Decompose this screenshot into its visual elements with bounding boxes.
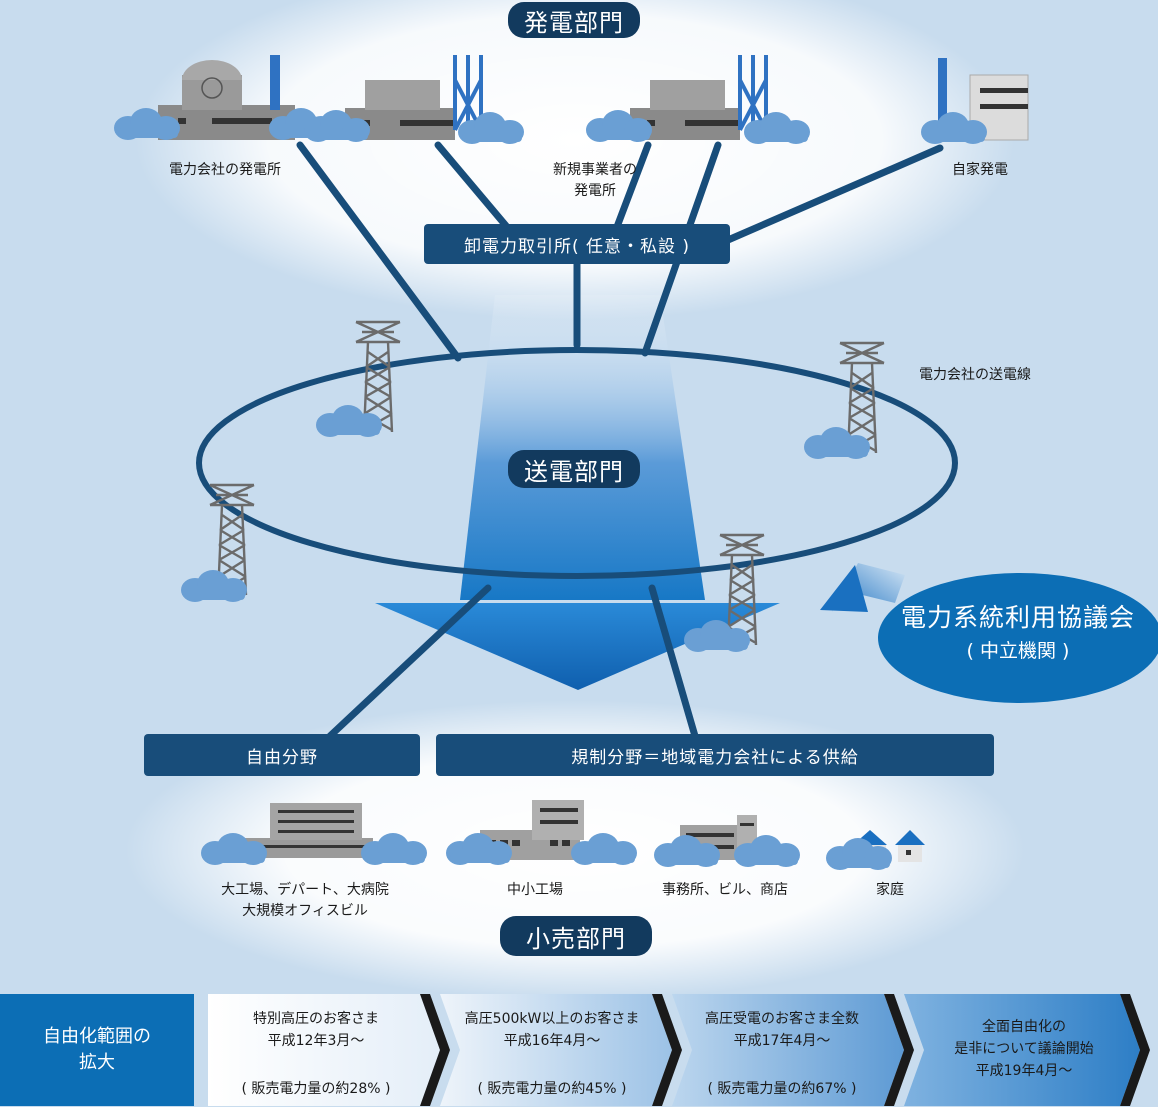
liberalization-title-line2: 拡大	[79, 1052, 115, 1073]
new-entrant-plant-label: 新規事業者の 発電所	[530, 160, 660, 202]
stage-2: 高圧500kW以上のお客さま 平成16年4月～ ( 販売電力量の約45% )	[446, 1008, 658, 1100]
cloud-icon	[804, 427, 870, 459]
stage-3: 高圧受電のお客さま全数 平成17年4月～ ( 販売電力量の約67% )	[676, 1008, 888, 1100]
liberalization-stages	[208, 994, 1150, 1106]
stage-4-line2: 是非について議論開始	[954, 1041, 1094, 1057]
generation-glow	[135, 0, 1015, 320]
council-subtitle: ( 中立機関 )	[966, 640, 1070, 662]
retail-section-label: 小売部門	[500, 916, 652, 956]
stage-4-line1: 全面自由化の	[982, 1019, 1066, 1035]
stage-1-share: ( 販売電力量の約28% )	[241, 1081, 391, 1097]
thermal-plant-icon	[304, 55, 524, 144]
office-building-icon	[654, 815, 800, 867]
house-icon	[826, 830, 925, 870]
nuclear-plant-icon	[114, 55, 335, 140]
large-customer-line1: 大工場、デパート、大病院	[221, 882, 389, 898]
power-exchange-box: 卸電力取引所( 任意・私設 )	[424, 224, 730, 264]
regulated-market-bar: 規制分野＝地域電力会社による供給	[436, 734, 994, 776]
flow-arrow	[375, 603, 780, 690]
stage-3-date: 平成17年4月～	[733, 1033, 831, 1049]
utility-plant-label: 電力会社の発電所	[169, 162, 281, 178]
stage-4: 全面自由化の 是非について議論開始 平成19年4月～	[918, 1016, 1130, 1082]
stage-4-date: 平成19年4月～	[975, 1063, 1073, 1079]
small-factory-icon	[446, 800, 637, 865]
grid-label: 電力会社の送電線	[919, 367, 1031, 383]
council-name: 電力系統利用協議会	[900, 603, 1135, 632]
stage-1-target: 特別高圧のお客さま	[253, 1011, 379, 1027]
stage-2-date: 平成16年4月～	[503, 1033, 601, 1049]
council-arrow	[832, 563, 905, 612]
home-label: 家庭	[876, 882, 904, 898]
liberalization-title: 自由化範囲の 拡大	[0, 994, 194, 1106]
large-customer-label: 大工場、デパート、大病院 大規模オフィスビル	[195, 880, 415, 922]
flow-beam	[460, 295, 705, 600]
liberalization-title-line1: 自由化範囲の	[43, 1026, 151, 1047]
stage-1-date: 平成12年3月～	[267, 1033, 365, 1049]
council-arrow-head	[820, 565, 868, 612]
stage-2-share: ( 販売電力量の約45% )	[477, 1081, 627, 1097]
stage-1: 特別高圧のお客さま 平成12年3月～ ( 販売電力量の約28% )	[210, 1008, 422, 1100]
new-entrant-line1: 新規事業者の	[553, 162, 637, 178]
large-building-icon	[201, 803, 427, 865]
small-factory-label: 中小工場	[507, 882, 563, 898]
stage-2-target: 高圧500kW以上のお客さま	[464, 1011, 640, 1027]
transmission-ring	[196, 347, 958, 579]
transmission-section-label: 送電部門	[508, 450, 640, 488]
office-label: 事務所、ビル、商店	[662, 882, 788, 898]
stage-3-share: ( 販売電力量の約67% )	[707, 1081, 857, 1097]
large-customer-line2: 大規模オフィスビル	[242, 903, 368, 919]
cloud-icon	[181, 570, 247, 602]
thermal-plant-icon	[586, 55, 810, 144]
self-generation-icon	[921, 58, 1029, 144]
generation-section-label: 発電部門	[508, 2, 640, 38]
stage-3-target: 高圧受電のお客さま全数	[705, 1011, 859, 1027]
plant-connections	[296, 141, 944, 740]
self-generation-label: 自家発電	[952, 162, 1008, 178]
free-market-bar: 自由分野	[144, 734, 420, 776]
council-ellipse	[878, 573, 1158, 703]
new-entrant-line2: 発電所	[574, 183, 616, 199]
council-label: 電力系統利用協議会 ( 中立機関 )	[870, 598, 1158, 663]
